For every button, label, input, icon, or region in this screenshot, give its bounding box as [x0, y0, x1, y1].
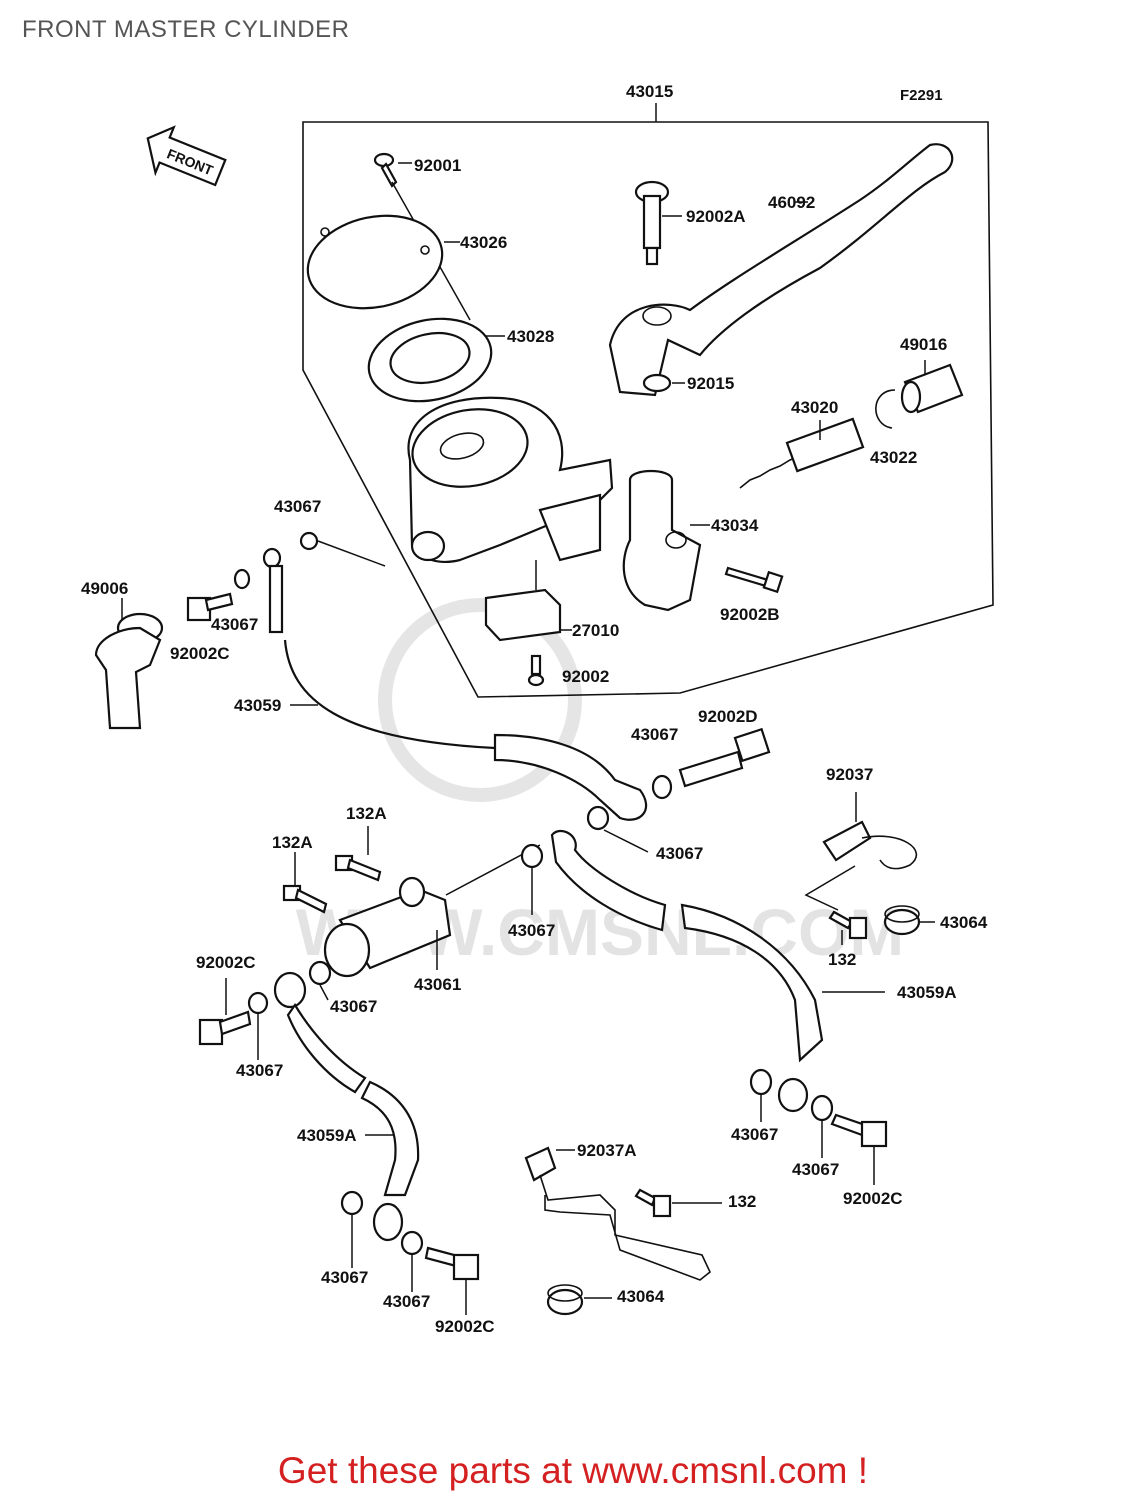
- callout-92002D[interactable]: 92002D: [698, 707, 758, 726]
- hose-end-upper: [493, 733, 648, 821]
- callout-92002C[interactable]: 92002C: [196, 953, 256, 972]
- washer: [308, 960, 332, 986]
- brake-light-switch: [484, 588, 562, 642]
- upper-brake-hose: [283, 639, 496, 750]
- grommet: [546, 1284, 584, 1316]
- washer: [586, 805, 610, 831]
- figure-code: F2291: [900, 87, 943, 104]
- callout-43067[interactable]: 43067: [236, 1061, 283, 1080]
- callout-49016[interactable]: 49016: [900, 335, 947, 354]
- grommet: [883, 905, 921, 936]
- callout-92001[interactable]: 92001: [414, 156, 461, 175]
- callout-43064[interactable]: 43064: [617, 1287, 665, 1306]
- callout-92002A[interactable]: 92002A: [686, 207, 746, 226]
- washer: [749, 1068, 773, 1096]
- callout-43067[interactable]: 43067: [274, 497, 321, 516]
- clamp-bolt: [724, 566, 784, 594]
- callout-132[interactable]: 132: [728, 1192, 756, 1211]
- master-cylinder-body: [407, 396, 614, 563]
- callout-43028[interactable]: 43028: [507, 327, 554, 346]
- brake-hose-junction: [323, 876, 452, 978]
- upper-hose-fitting: [262, 531, 319, 634]
- footer-link-text[interactable]: Get these parts at www.cmsnl.com !: [277, 1450, 869, 1491]
- hose-bracket: [822, 820, 918, 870]
- callout-46092[interactable]: 46092: [768, 193, 815, 212]
- callout-92002C[interactable]: 92002C: [435, 1317, 495, 1336]
- callout-43067[interactable]: 43067: [792, 1160, 839, 1179]
- washer: [247, 991, 269, 1015]
- callout-43067[interactable]: 43067: [656, 844, 703, 863]
- holder-clamp: [622, 470, 702, 612]
- reservoir-cap: [306, 214, 444, 310]
- callout-92002B[interactable]: 92002B: [720, 605, 780, 624]
- callout-43067[interactable]: 43067: [508, 921, 555, 940]
- washer: [400, 1230, 424, 1256]
- cap-screw: [373, 152, 398, 188]
- callout-43067[interactable]: 43067: [321, 1268, 368, 1287]
- callout-43020[interactable]: 43020: [791, 398, 838, 417]
- dust-boot: [900, 363, 964, 414]
- callout-43015[interactable]: 43015: [626, 82, 673, 101]
- part-callouts: 43015 92001 43026 43028 92002A 46092 920…: [81, 82, 988, 1336]
- callout-43022[interactable]: 43022: [870, 448, 917, 467]
- callout-92037A[interactable]: 92037A: [577, 1141, 637, 1160]
- banjo-bolt-upper: [186, 568, 251, 622]
- left-lower-brake-hose: [273, 971, 420, 1242]
- pivot-bolt: [634, 180, 670, 266]
- callout-92002C[interactable]: 92002C: [170, 644, 230, 663]
- washer: [810, 1094, 834, 1122]
- callout-49006[interactable]: 49006: [81, 579, 128, 598]
- junction-bolt: [282, 884, 328, 914]
- callout-43026[interactable]: 43026: [460, 233, 507, 252]
- callout-132A[interactable]: 132A: [272, 833, 313, 852]
- callout-92002[interactable]: 92002: [562, 667, 609, 686]
- callout-132[interactable]: 132: [828, 950, 856, 969]
- page-title: FRONT MASTER CYLINDER: [22, 16, 350, 43]
- callout-43059[interactable]: 43059: [234, 696, 281, 715]
- banjo-bolt-right: [830, 1113, 888, 1148]
- washer: [651, 774, 673, 800]
- washer: [340, 1190, 364, 1216]
- callout-92015[interactable]: 92015: [687, 374, 734, 393]
- assembly-outline: [302, 121, 994, 698]
- brake-lever: [608, 143, 954, 397]
- circlip: [875, 389, 896, 429]
- diaphragm: [367, 317, 493, 403]
- bracket-bolt-a: [634, 1188, 672, 1218]
- right-lower-brake-hose: [550, 829, 824, 1113]
- callout-43067[interactable]: 43067: [383, 1292, 430, 1311]
- banjo-bolt-d: [678, 727, 771, 788]
- callout-132A[interactable]: 132A: [346, 804, 387, 823]
- front-arrow-icon: FRONT: [146, 125, 227, 187]
- callout-43061[interactable]: 43061: [414, 975, 461, 994]
- callout-43067[interactable]: 43067: [330, 997, 377, 1016]
- callout-43067[interactable]: 43067: [631, 725, 678, 744]
- banjo-bolt-left: [198, 1010, 252, 1046]
- banjo-bolt-bottom: [424, 1246, 480, 1281]
- callout-43067[interactable]: 43067: [731, 1125, 778, 1144]
- callout-43067[interactable]: 43067: [211, 615, 258, 634]
- callout-92002C[interactable]: 92002C: [843, 1189, 903, 1208]
- junction-bolt: [334, 854, 382, 882]
- piston-assembly: [739, 417, 865, 489]
- callout-27010[interactable]: 27010: [572, 621, 619, 640]
- callout-43064[interactable]: 43064: [940, 913, 988, 932]
- bracket-bolt: [828, 910, 868, 940]
- pivot-nut: [642, 373, 672, 393]
- callout-43059A[interactable]: 43059A: [297, 1126, 357, 1145]
- callout-43059A[interactable]: 43059A: [897, 983, 957, 1002]
- washer: [520, 843, 544, 869]
- callout-43034[interactable]: 43034: [711, 516, 759, 535]
- callout-92037[interactable]: 92037: [826, 765, 873, 784]
- rubber-cap: [94, 612, 164, 730]
- switch-screw: [527, 654, 545, 687]
- hose-bracket-a: [524, 1146, 711, 1281]
